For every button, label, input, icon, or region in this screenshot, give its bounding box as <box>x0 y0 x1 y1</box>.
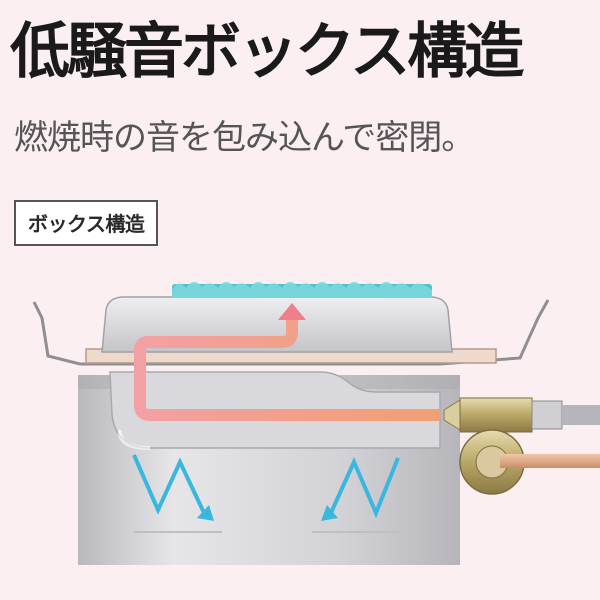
page-title: 低騒音ボックス構造 <box>10 17 524 87</box>
structure-badge: ボックス構造 <box>14 200 159 246</box>
sound-wave-right <box>312 457 400 533</box>
page-subtitle: 燃焼時の音を包み込んで密閉。 <box>14 118 475 158</box>
zigzag-sound-wave-icon <box>132 454 207 516</box>
gas-pipe <box>500 454 600 468</box>
up-arrow-icon <box>278 303 306 320</box>
burner-box-diagram <box>32 281 600 565</box>
zigzag-sound-wave-icon <box>328 457 400 519</box>
sound-wave-left <box>132 454 222 533</box>
flame <box>172 281 432 298</box>
gas-flow-arrow <box>134 303 440 421</box>
gas-nozzle <box>443 397 600 433</box>
